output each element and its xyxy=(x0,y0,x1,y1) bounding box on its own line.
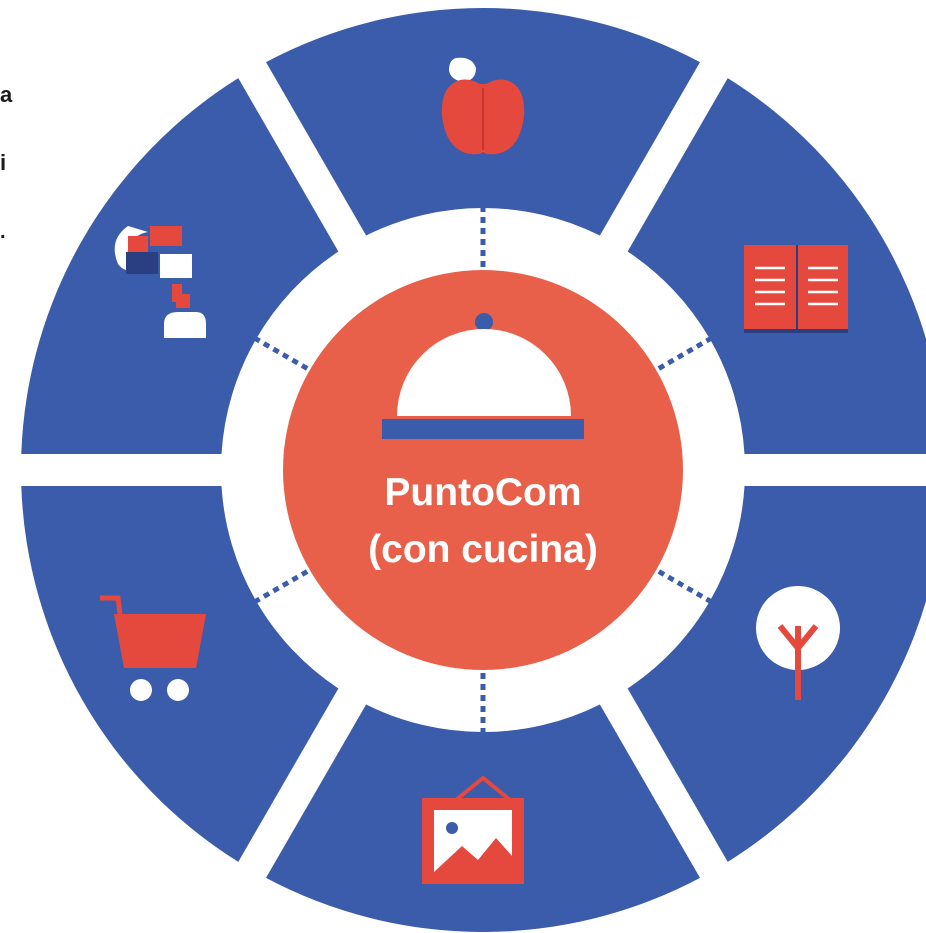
side-text-fragment-a: a xyxy=(0,82,13,107)
shopping-cart-icon xyxy=(100,595,206,701)
connector-top-right xyxy=(657,335,713,371)
people-chat-icon xyxy=(114,226,206,338)
framed-picture-icon xyxy=(422,775,524,884)
segment-bottom-right xyxy=(627,486,926,862)
apple-icon xyxy=(441,57,525,155)
segment-bottom-left xyxy=(21,486,339,862)
hub-circle xyxy=(283,270,683,670)
hub: PuntoCom (con cucina) xyxy=(283,270,683,670)
side-text-fragment-i: i xyxy=(0,150,7,175)
open-book-icon xyxy=(744,245,848,333)
connector-top-left xyxy=(253,335,309,371)
hub-title-line1: PuntoCom xyxy=(384,471,581,514)
hub-title-line2: (con cucina) xyxy=(368,528,598,571)
cloche-icon xyxy=(382,313,584,439)
side-text-fragment-dot: . xyxy=(0,221,6,243)
connector-bottom-right xyxy=(657,569,713,605)
tree-icon xyxy=(756,586,840,700)
connector-bottom-left xyxy=(253,569,309,605)
